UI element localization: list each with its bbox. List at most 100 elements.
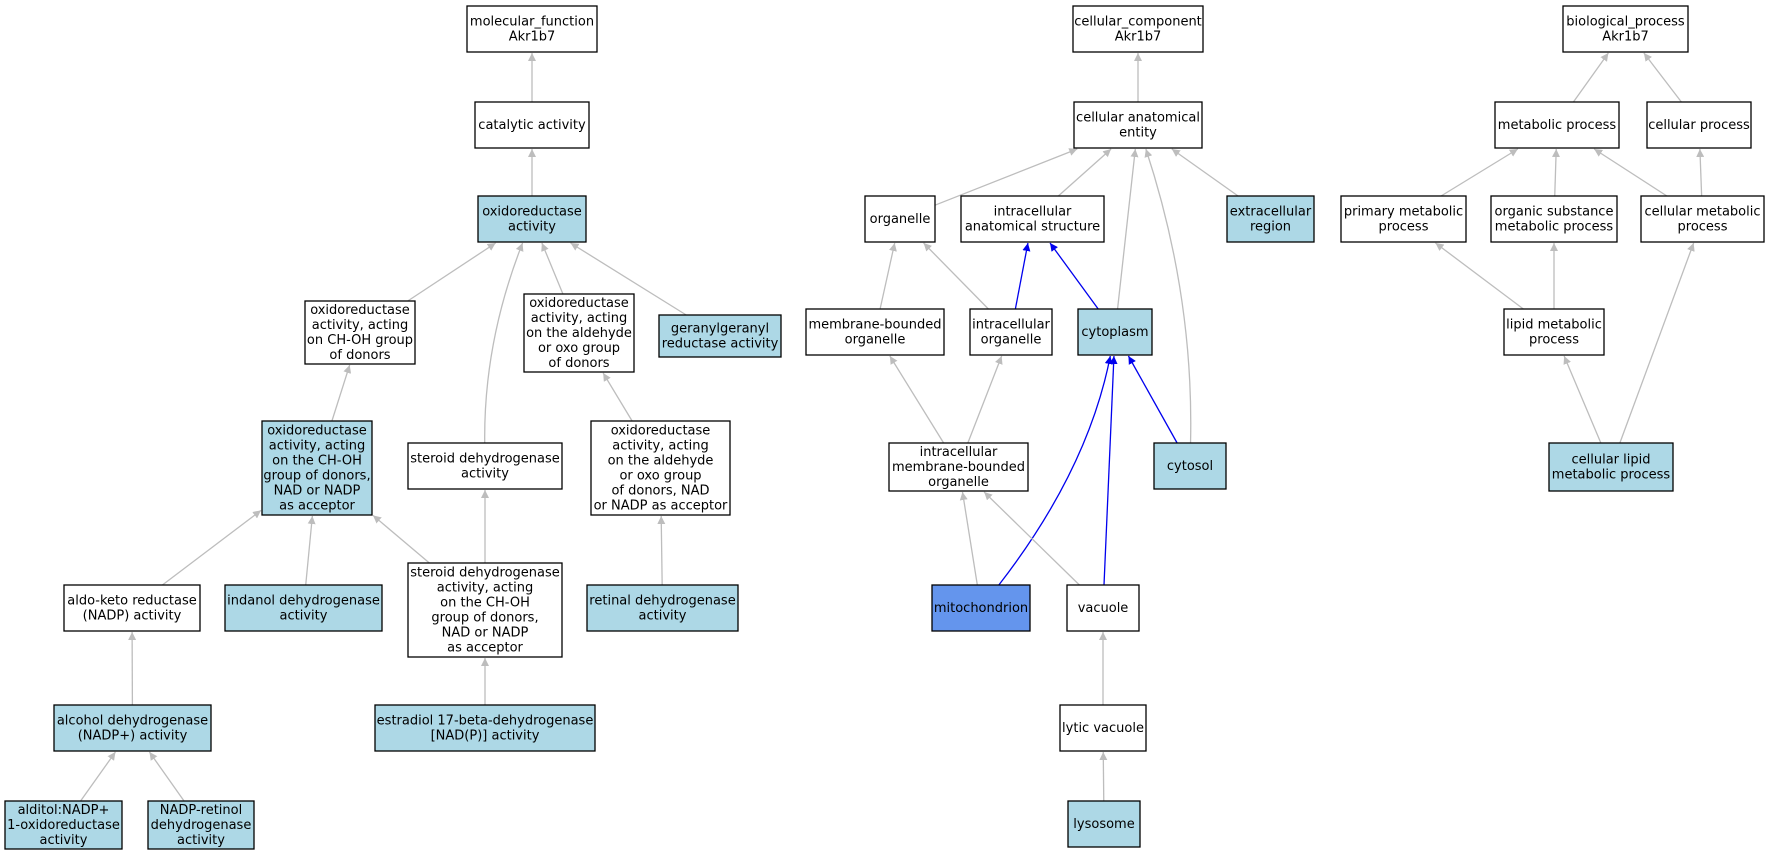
node-label: activity, acting: [312, 318, 409, 333]
node-label: activity: [280, 609, 328, 624]
edge-vacuole-to-imbo: [983, 491, 1080, 586]
node-box: [1646, 101, 1752, 149]
edge-imbo-to-io: [967, 355, 1003, 444]
edge-line: [1116, 148, 1139, 310]
edge-cell-met-to-cellular-proc: [1696, 148, 1705, 197]
edge-line: [889, 355, 945, 444]
node-metabolic: metabolic process: [1494, 101, 1620, 149]
edge-line: [541, 242, 564, 295]
edge-steroid-dh-to-oxidoreductase: [484, 242, 524, 444]
node-label: metabolic process: [1498, 118, 1617, 133]
node-label: retinal dehydrogenase: [589, 594, 735, 609]
node-box: [474, 101, 590, 149]
edge-line: [80, 751, 116, 802]
edge-steroid-dh-choh-to-ox-choh-nad: [372, 514, 430, 564]
node-label: reductase activity: [662, 337, 779, 352]
edge-line: [967, 355, 1003, 444]
edge-cell-lipid-to-lipid-met: [1563, 355, 1602, 444]
node-label: activity: [40, 833, 88, 848]
edge-nadp-retinol-to-alcohol-dh: [148, 751, 185, 802]
edge-line: [148, 751, 185, 802]
node-label: primary metabolic: [1344, 205, 1463, 220]
node-box: [224, 584, 383, 632]
node-cellular-proc: cellular process: [1646, 101, 1752, 149]
node-box: [1067, 800, 1141, 848]
node-label: oxidoreductase: [611, 424, 711, 439]
node-label: (NADP+) activity: [78, 729, 188, 744]
edge-line: [570, 242, 687, 316]
node-box: [1340, 195, 1467, 243]
node-label: NAD or NADP: [442, 626, 529, 641]
node-label: or oxo group: [619, 469, 701, 484]
node-box: [1072, 5, 1204, 53]
node-label: organelle: [845, 333, 906, 348]
edge-line: [1127, 355, 1178, 444]
edge-retinal-dh-to-ox-aldehyde-nad: [657, 515, 666, 586]
node-box: [590, 420, 731, 516]
node-label: lytic vacuole: [1062, 721, 1144, 736]
node-label: catalytic activity: [478, 118, 586, 133]
node-label: activity, acting: [437, 581, 534, 596]
node-label: Akr1b7: [1115, 30, 1162, 45]
node-catalytic: catalytic activity: [474, 101, 590, 149]
edge-line: [484, 242, 524, 444]
node-label: oxidoreductase: [310, 303, 410, 318]
node-label: molecular_function: [470, 15, 594, 30]
edge-ox-aldehyde-nad-to-ox-aldehyde: [602, 372, 633, 422]
node-box: [658, 314, 782, 358]
edge-mitochondrion-to-cytoplasm: [998, 355, 1113, 586]
node-box: [261, 420, 373, 516]
node-label: indanol dehydrogenase: [227, 594, 380, 609]
edge-cytosol-to-cytoplasm: [1127, 355, 1178, 444]
edge-line: [1014, 242, 1031, 310]
edge-io-to-organelle: [923, 242, 989, 310]
edge-line: [1551, 148, 1560, 197]
node-label: cellular process: [1648, 118, 1750, 133]
node-box: [931, 584, 1031, 632]
node-label: process: [1529, 333, 1579, 348]
node-label: cytosol: [1167, 459, 1213, 474]
node-box: [1548, 442, 1674, 492]
node-label: intracellular: [994, 205, 1072, 220]
edge-organic-met-to-metabolic: [1551, 148, 1560, 197]
edge-line: [372, 514, 430, 564]
node-box: [1490, 195, 1618, 243]
node-label: or oxo group: [538, 341, 620, 356]
edge-line: [1440, 148, 1519, 197]
edge-line: [1643, 52, 1682, 103]
node-label: region: [1250, 220, 1291, 235]
edge-line: [1696, 148, 1705, 197]
node-label: cytoplasm: [1081, 325, 1148, 340]
node-label: on the aldehyde: [526, 326, 632, 341]
node-label: oxidoreductase: [482, 205, 582, 220]
node-label: on the CH-OH: [440, 596, 530, 611]
edge-cytosol-to-cae: [1144, 148, 1192, 444]
node-label: of donors, NAD: [611, 484, 709, 499]
node-label: intracellular: [920, 445, 998, 460]
node-label: group of donors,: [263, 469, 370, 484]
edge-primary-met-to-metabolic: [1440, 148, 1519, 197]
node-box: [147, 800, 255, 850]
edge-line: [1593, 148, 1668, 197]
node-label: activity, acting: [269, 439, 366, 454]
node-label: dehydrogenase: [151, 818, 252, 833]
node-label: as acceptor: [279, 499, 355, 514]
edge-imbo-to-mbo: [889, 355, 945, 444]
node-label: oxidoreductase: [267, 424, 367, 439]
edge-ias-to-cae: [1057, 148, 1112, 197]
node-label: on the CH-OH: [272, 454, 362, 469]
edge-io-to-ias: [1014, 242, 1031, 310]
edge-line: [1619, 242, 1695, 444]
